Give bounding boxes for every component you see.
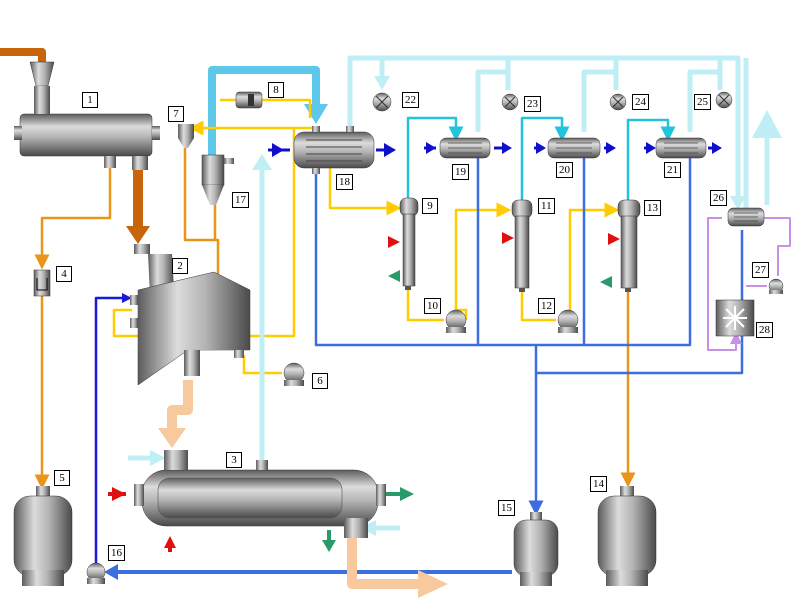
vapor-main-arrow — [304, 104, 328, 124]
equipment-label-25: 25 — [694, 94, 711, 110]
pump-12 — [557, 309, 579, 333]
reactor-3 — [134, 450, 386, 538]
product-mixer-out — [167, 380, 193, 432]
steam-lines — [259, 55, 770, 465]
equipment-label-8: 8 — [268, 82, 284, 98]
pump-10 — [445, 309, 467, 333]
vacuum-pump-24 — [609, 93, 627, 111]
product-line — [347, 538, 420, 589]
equipment-label-4: 4 — [56, 266, 72, 282]
heat-exchanger-18 — [293, 126, 375, 174]
solids-feed-arrow-down — [126, 226, 150, 244]
equipment-label-18: 18 — [336, 174, 353, 190]
snowflake-icon — [723, 306, 747, 330]
evaporator-tank-2 — [130, 244, 251, 386]
column-11 — [511, 199, 533, 292]
equipment-label-3: 3 — [226, 452, 242, 468]
equipment-label-24: 24 — [632, 94, 649, 110]
steam-arrow-3-in — [150, 450, 166, 466]
condenser-19 — [439, 137, 491, 159]
heat-in-arrows — [108, 232, 620, 552]
storage-tank-14 — [597, 486, 657, 586]
steam-arrow-17 — [252, 154, 272, 170]
equipment-label-11: 11 — [538, 198, 555, 214]
equipment-label-16: 16 — [108, 545, 125, 561]
cooling-to-mixer — [94, 296, 126, 565]
cooling-water-lines — [314, 155, 744, 516]
equipment-label-28: 28 — [756, 322, 773, 338]
heat-exchanger-26 — [727, 207, 765, 227]
vacuum-pump-22 — [372, 92, 392, 112]
hot-water-lines — [34, 143, 636, 490]
equipment-label-6: 6 — [312, 373, 328, 389]
pump-27 — [768, 278, 784, 294]
condenser-21 — [655, 137, 707, 159]
fan-8 — [235, 91, 263, 109]
equipment-layer — [13, 61, 784, 586]
cooling-return-arrow — [104, 564, 118, 580]
steam-arrow-22 — [374, 76, 390, 90]
product-arrow — [418, 570, 448, 598]
cyclone-7 — [178, 124, 194, 148]
steam-outlet-arrow — [752, 110, 782, 138]
vacuum-pump-25 — [715, 91, 733, 109]
refrigerant-lines — [707, 217, 791, 351]
equipment-label-2: 2 — [172, 258, 188, 274]
vacuum-pump-23 — [501, 93, 519, 111]
steam-arrow-26 — [730, 196, 746, 210]
equipment-label-1: 1 — [82, 92, 98, 108]
equipment-label-12: 12 — [538, 298, 555, 314]
equipment-label-15: 15 — [498, 500, 515, 516]
equipment-label-23: 23 — [524, 96, 541, 112]
equipment-label-21: 21 — [664, 162, 681, 178]
storage-tank-15 — [513, 512, 559, 586]
refrigeration-unit-28 — [715, 299, 755, 337]
equipment-label-13: 13 — [644, 200, 661, 216]
column-13 — [617, 199, 641, 292]
equipment-label-7: 7 — [168, 106, 184, 122]
heat-out-arrows — [322, 270, 612, 552]
storage-tank-5 — [13, 486, 73, 586]
equipment-label-17: 17 — [232, 192, 249, 208]
equipment-label-27: 27 — [752, 262, 769, 278]
equipment-label-20: 20 — [556, 162, 573, 178]
column-9 — [399, 197, 419, 290]
screw-dryer-1 — [14, 61, 160, 170]
piping — [0, 48, 791, 598]
equipment-label-26: 26 — [710, 190, 727, 206]
vapor-main-line — [208, 66, 320, 155]
equipment-label-22: 22 — [402, 92, 419, 108]
equipment-label-9: 9 — [422, 198, 438, 214]
filter-4 — [33, 269, 51, 297]
pump-16 — [86, 562, 106, 584]
equipment-label-19: 19 — [452, 164, 469, 180]
equipment-label-14: 14 — [590, 476, 607, 492]
chilled-water-lines — [406, 116, 676, 200]
equipment-label-5: 5 — [54, 470, 70, 486]
water-inlet-arrows — [272, 142, 722, 157]
cyclone-17 — [201, 154, 234, 205]
condenser-20 — [547, 137, 601, 159]
equipment-label-10: 10 — [424, 298, 441, 314]
pump-6 — [283, 362, 305, 386]
